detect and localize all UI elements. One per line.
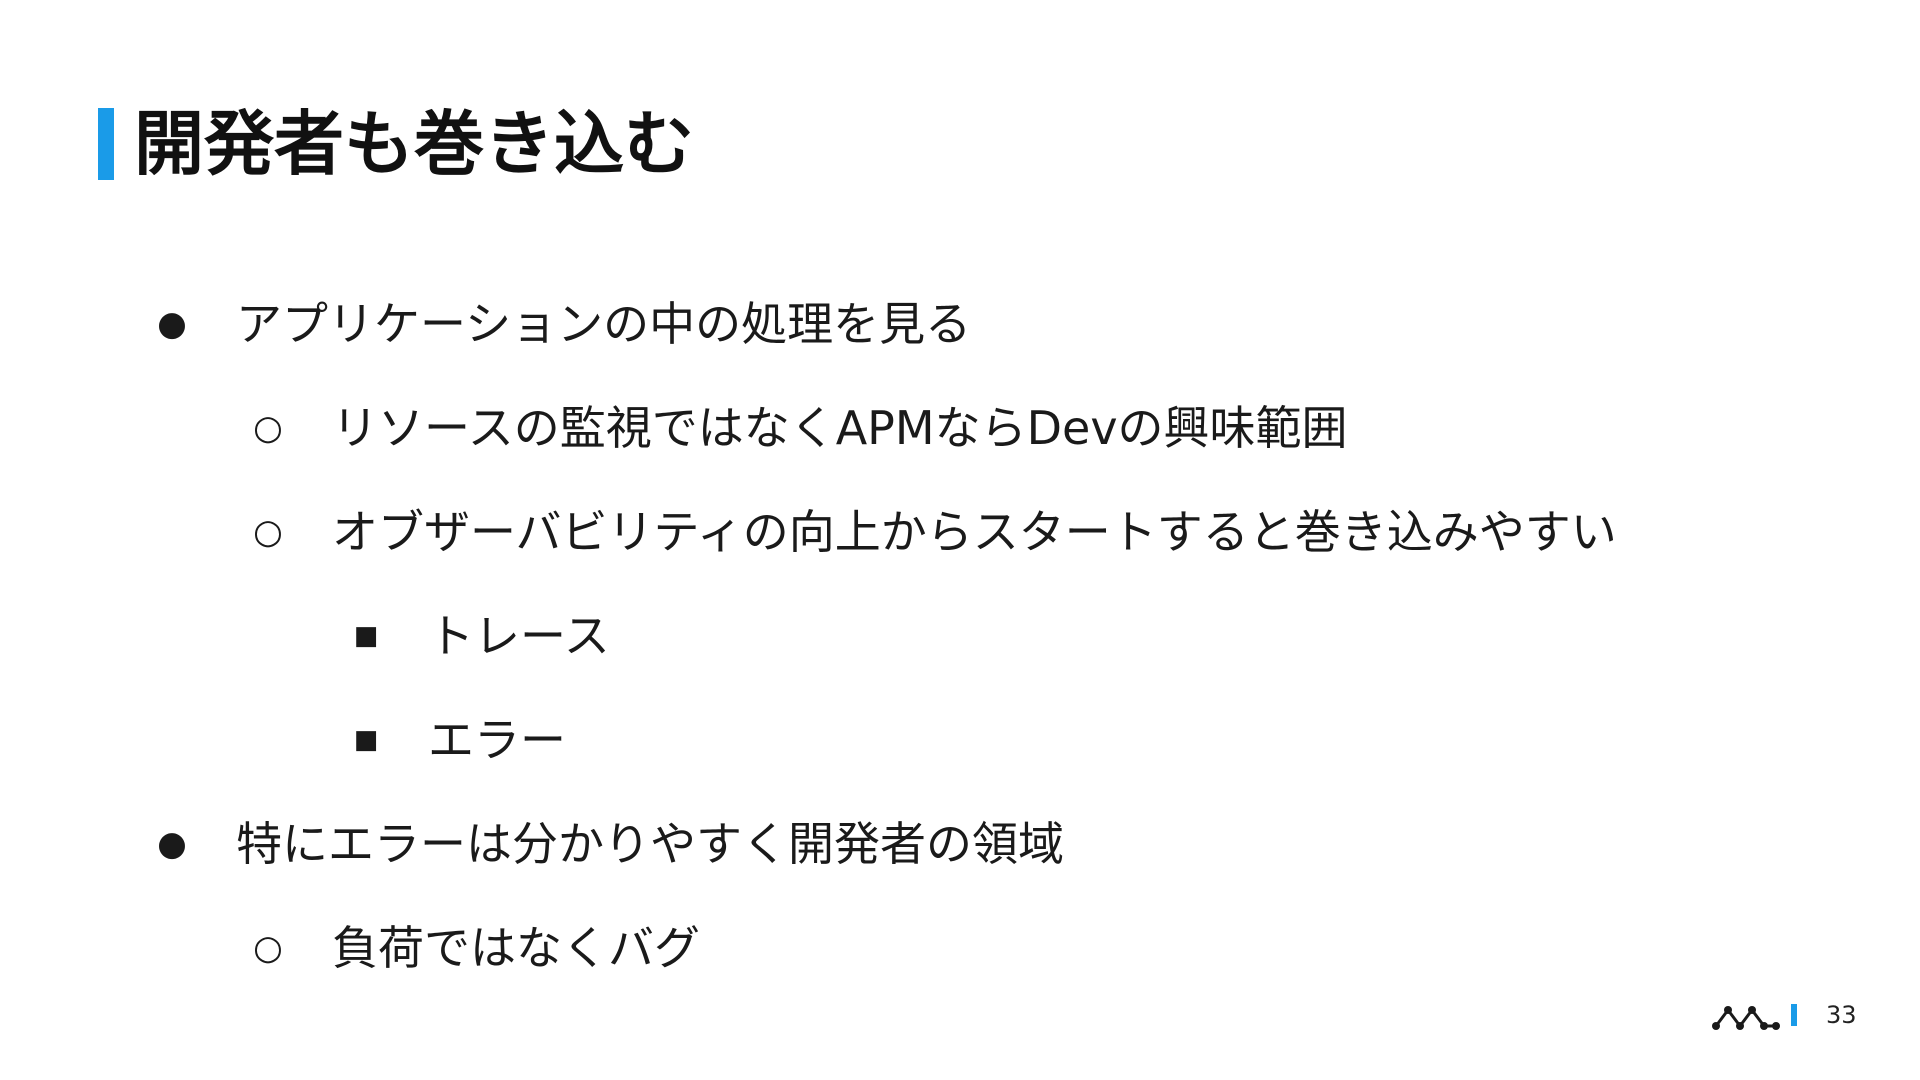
bullet-item: ○ オブザーバビリティの向上からスタートすると巻き込みやすい <box>0 480 1920 584</box>
bullet-text: オブザーバビリティの向上からスタートすると巻き込みやすい <box>332 505 1617 559</box>
bullet-text: 負荷ではなくバグ <box>332 921 700 975</box>
bullet-text: エラー <box>428 713 566 767</box>
bullet-marker-circle: ○ <box>253 928 283 968</box>
slide-title: 開発者も巻き込む <box>134 103 694 185</box>
bullet-item: ○ 負荷ではなくバグ <box>0 896 1920 1000</box>
bullet-marker-circle: ○ <box>253 408 283 448</box>
bullet-item: ● アプリケーションの中の処理を見る <box>0 272 1920 376</box>
bullet-marker-disc: ● <box>157 824 187 864</box>
page-number: 33 <box>1826 1001 1857 1029</box>
bullet-text: トレース <box>428 609 610 663</box>
bullet-marker-square: ■ <box>353 725 379 755</box>
bullet-text: リソースの監視ではなくAPMならDevの興味範囲 <box>332 401 1348 455</box>
bullet-marker-circle: ○ <box>253 512 283 552</box>
bullet-text: アプリケーションの中の処理を見る <box>236 297 972 351</box>
bullet-item: ○ リソースの監視ではなくAPMならDevの興味範囲 <box>0 376 1920 480</box>
footer-separator <box>1791 1004 1797 1026</box>
title-accent-bar <box>98 108 114 180</box>
bullet-item: ● 特にエラーは分かりやすく開発者の領域 <box>0 792 1920 896</box>
dotted-peaks-logo-icon <box>1712 1006 1780 1030</box>
bullet-item: ■ トレース <box>0 584 1920 688</box>
bullet-list: ● アプリケーションの中の処理を見る ○ リソースの監視ではなくAPMならDev… <box>0 272 1920 1000</box>
bullet-text: 特にエラーは分かりやすく開発者の領域 <box>236 817 1064 871</box>
bullet-marker-square: ■ <box>353 621 379 651</box>
bullet-item: ■ エラー <box>0 688 1920 792</box>
bullet-marker-disc: ● <box>157 304 187 344</box>
